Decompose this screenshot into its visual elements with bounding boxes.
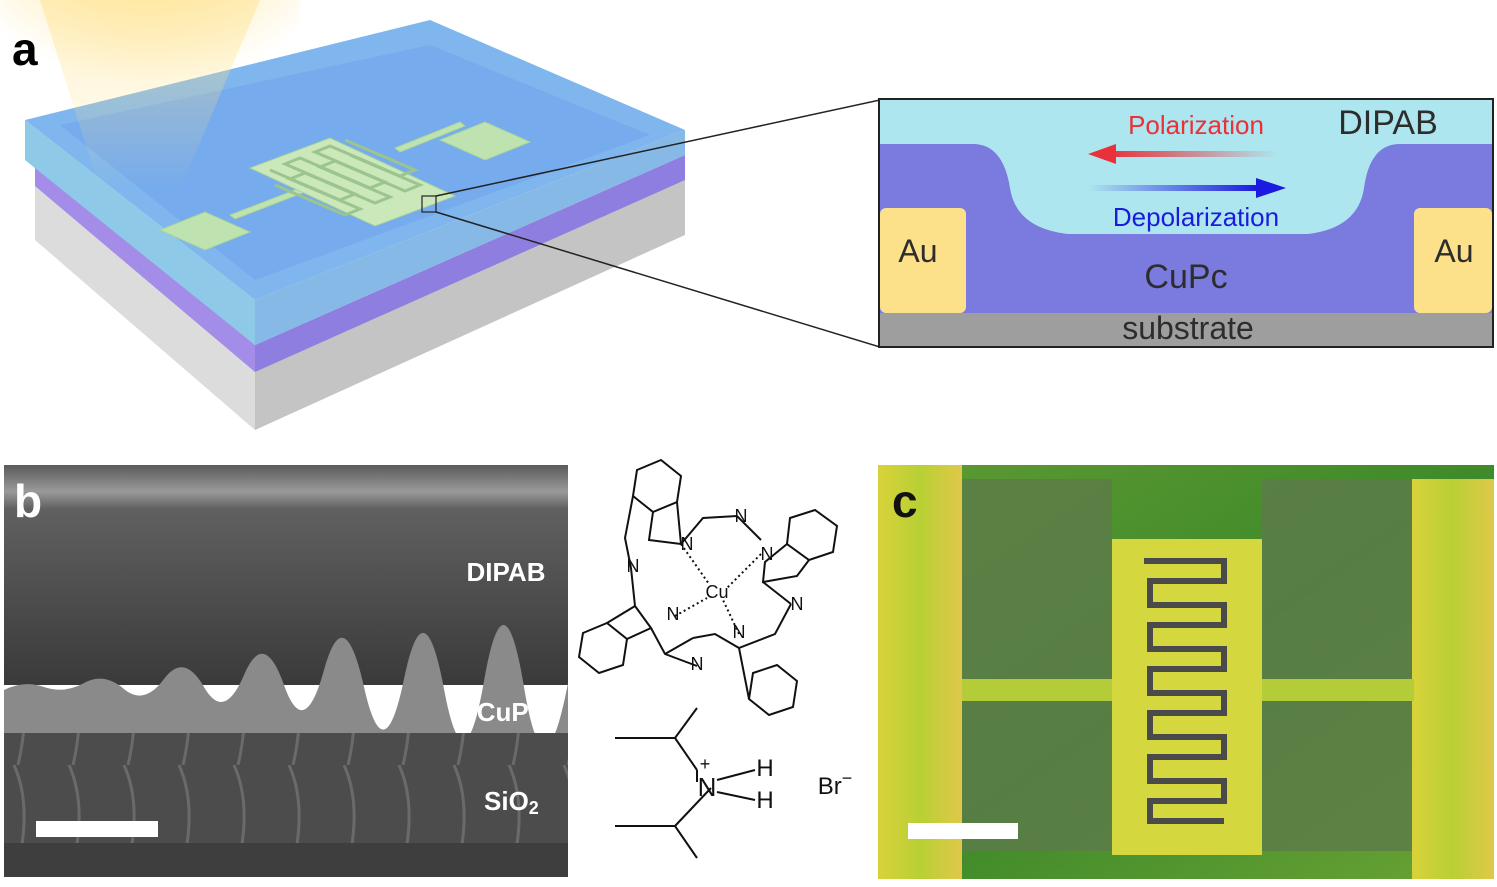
- right-pad: [1412, 479, 1494, 879]
- cupc-layer-side: [255, 155, 685, 372]
- sem-cupc-layer: [4, 624, 568, 747]
- counterion-label: Br−: [818, 768, 853, 800]
- panel-c-letter: c: [892, 475, 918, 527]
- atom-n-label: N: [627, 556, 640, 576]
- au-left-region: [880, 208, 966, 313]
- sem-dipab-layer: [4, 465, 568, 685]
- atom-n-label: N: [791, 594, 804, 614]
- depolarization-arrowhead: [1256, 178, 1286, 198]
- sem-cupc-label: CuPc: [477, 697, 543, 727]
- left-pad: [878, 465, 962, 879]
- substrate-slab-side: [255, 178, 685, 430]
- inset-substrate-label: substrate: [1122, 310, 1254, 346]
- panel-b-letter: b: [14, 475, 43, 527]
- zoom-box: [421, 195, 437, 213]
- au-right-region: [1414, 208, 1492, 313]
- inset-border: [878, 98, 1494, 348]
- atom-n-label: N: [691, 654, 704, 674]
- benzene-ring: [785, 508, 839, 562]
- polarization-arrow: [1108, 151, 1278, 157]
- sem-dipab-label: DIPAB: [467, 557, 546, 587]
- panel-a-letter: a: [12, 23, 38, 75]
- inset-au-right-label: Au: [1434, 233, 1473, 269]
- chemical-structure: N N N N N N N N Cu N + H H Br−: [577, 458, 853, 859]
- benzene-ring: [577, 621, 629, 675]
- substrate-slab-front: [35, 185, 255, 430]
- benzene-ring: [747, 663, 799, 717]
- depolarization-arrow: [1088, 185, 1258, 191]
- ammonium-h-label: H: [756, 755, 773, 782]
- comb-left-block: [1112, 539, 1262, 855]
- interdigitated-fingers: [1144, 558, 1227, 824]
- ammonium-n-label: N: [698, 772, 717, 802]
- channel-dark-region: [1262, 701, 1412, 851]
- panel-b-sem-image: DIPAB CuPc SiO2: [4, 465, 568, 877]
- inset-cupc-label: CuPc: [1144, 258, 1227, 296]
- cupc-region: [879, 144, 1493, 313]
- atom-n-label: N: [761, 544, 774, 564]
- ammonium-h-label: H: [756, 787, 773, 814]
- panel-a-device-schematic: [0, 0, 880, 430]
- inset-depolarization-label: Depolarization: [1113, 202, 1279, 232]
- atom-cu-label: Cu: [705, 582, 728, 602]
- light-beam: [40, 0, 260, 190]
- zoom-line-bottom: [435, 211, 880, 348]
- atom-n-label: N: [681, 534, 694, 554]
- ammonium-plus-label: +: [700, 754, 711, 774]
- panel-a-cross-section-inset: DIPAB Polarization Depolarization Au Au …: [878, 98, 1494, 348]
- dipab-layer-front: [25, 120, 255, 345]
- dipab-layer-side: [255, 130, 685, 345]
- inset-dipab-label: DIPAB: [1338, 104, 1438, 142]
- substrate-region: [879, 313, 1493, 347]
- benzene-ring: [631, 458, 683, 514]
- atom-n-label: N: [735, 506, 748, 526]
- channel-dark-region: [962, 479, 1112, 679]
- scale-bar: [908, 823, 1018, 839]
- cupc-layer-front: [35, 160, 255, 372]
- zoom-line-top: [435, 99, 880, 197]
- atom-n-label: N: [733, 622, 746, 642]
- channel-dark-region: [1262, 479, 1412, 679]
- sem-sio2-label: SiO2: [484, 786, 539, 818]
- sem-bottom-layer: [4, 843, 568, 877]
- electrode-fingers: [269, 138, 424, 217]
- panel-c-optical-micrograph: [878, 465, 1494, 879]
- inset-au-left-label: Au: [898, 233, 937, 269]
- atom-n-label: N: [667, 604, 680, 624]
- polarization-arrowhead: [1088, 144, 1116, 164]
- sem-scale-bar: [36, 821, 158, 837]
- inset-polarization-label: Polarization: [1128, 110, 1264, 140]
